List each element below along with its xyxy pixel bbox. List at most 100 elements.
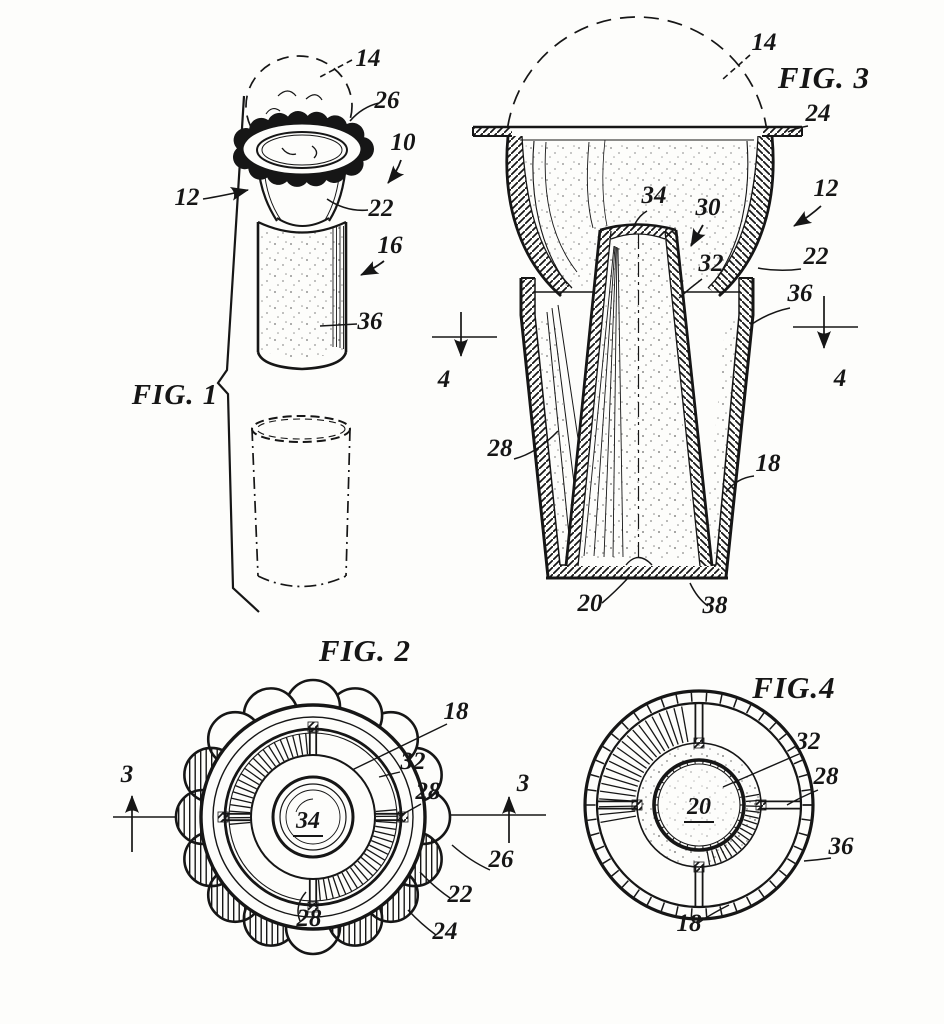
fig3-label-30: 30	[695, 194, 722, 221]
fig1-label-14: 14	[356, 45, 381, 72]
fig2-leader-28-bottom	[297, 891, 307, 922]
fig3-label-24: 24	[805, 100, 831, 127]
fig3-label-18: 18	[756, 450, 782, 477]
fig3-label-36: 36	[787, 280, 814, 307]
fig3-section-mark-left: 4	[437, 366, 451, 393]
fig4-title: FIG.4	[751, 670, 835, 705]
fig1-leader-16	[360, 260, 385, 276]
fig2-label-24: 24	[432, 918, 458, 945]
fig2-label-28-bottom: 28	[296, 905, 323, 932]
fig2-ribs	[217, 721, 409, 913]
fig3-leader-32	[678, 278, 703, 299]
fig1-cup-phantom	[251, 415, 351, 588]
fig3-section-view: 4 4 FIG. 3 14 24 12 34 30 32 22 36 28 18…	[432, 16, 870, 619]
fig3-leader-28	[513, 430, 559, 460]
fig1-scallop-ring	[230, 111, 374, 187]
fig4-label-28: 28	[813, 763, 840, 790]
fig1-title: FIG. 1	[131, 379, 219, 411]
fig3-label-12: 12	[814, 175, 839, 202]
fig4-label-18: 18	[677, 910, 703, 937]
fig2-label-32: 32	[400, 748, 426, 775]
fig4-leader-18	[696, 904, 730, 925]
fig1-scoop-texture	[265, 90, 323, 115]
fig2-label-18: 18	[444, 698, 470, 725]
fig3-bowl-interior	[525, 139, 756, 288]
fig3-title: FIG. 3	[777, 60, 870, 95]
fig2-plan-view: 3 3 FIG. 2 18 32 28 34 26 22 24 28	[113, 633, 546, 956]
fig1-label-36: 36	[357, 308, 384, 335]
fig2-leader-18	[351, 723, 448, 771]
fig2-section-marker-right: 3	[451, 770, 546, 843]
fig1-sleeve	[256, 221, 348, 371]
fig2-label-26: 26	[488, 846, 515, 873]
fig3-label-22: 22	[803, 243, 829, 270]
fig3-cone	[564, 223, 714, 567]
fig4-ring-hatch	[586, 692, 812, 918]
fig1-leader-26	[349, 102, 380, 122]
fig4-label-32: 32	[795, 728, 821, 755]
fig3-label-20: 20	[577, 590, 604, 617]
fig1-leader-12	[202, 187, 249, 201]
fig4-leader-36	[803, 857, 832, 862]
fig3-cup-walls	[519, 277, 755, 580]
fig4-label-36: 36	[828, 833, 855, 860]
fig4-radial-hatch-lower-right	[706, 793, 760, 866]
fig3-leader-22	[757, 267, 802, 272]
fig3-leader-18	[725, 475, 755, 493]
fig2-leader-26	[451, 844, 491, 871]
fig4-leader-32	[722, 753, 800, 788]
fig4-center-ring-hatch	[654, 760, 744, 850]
fig4-label-20: 20	[686, 794, 711, 820]
fig2-leader-24	[407, 909, 437, 936]
fig1-label-12: 12	[175, 184, 200, 211]
fig3-section-mark-right: 4	[833, 365, 847, 392]
fig3-label-14: 14	[752, 29, 777, 56]
fig1-bracket	[216, 95, 260, 613]
fig1-exploded-view: FIG. 1 14 26 10 12 22 16 36	[131, 45, 417, 613]
fig2-hub	[271, 775, 355, 859]
fig3-bowl-walls	[505, 135, 775, 298]
fig2-label-28-right: 28	[415, 778, 442, 805]
fig4-center-stipple	[661, 767, 737, 843]
fig1-leader-14	[319, 59, 353, 78]
fig4-leader-28	[786, 789, 819, 806]
fig3-leader-34	[632, 210, 648, 229]
fig1-scoop-outline	[245, 55, 353, 136]
fig3-leader-24	[787, 125, 809, 133]
fig2-title: FIG. 2	[318, 633, 411, 668]
fig3-leader-12	[793, 205, 822, 227]
fig2-leader-28-right	[398, 803, 422, 817]
fig1-label-26: 26	[374, 87, 401, 114]
fig3-label-34: 34	[641, 182, 667, 209]
fig4-bottom-section-view: FIG.4 32 28 20 36 18	[583, 670, 855, 937]
fig2-section-mark-left: 3	[120, 761, 134, 788]
fig2-radial-hatch-lower-right	[317, 809, 398, 901]
fig2-section-mark-right: 3	[516, 770, 530, 797]
fig2-section-marker-left: 3	[113, 761, 176, 852]
fig2-label-34: 34	[295, 808, 320, 834]
fig3-flange	[472, 125, 803, 141]
fig3-leader-20	[601, 576, 630, 604]
fig2-label-22: 22	[447, 881, 473, 908]
fig1-leader-22	[326, 198, 369, 212]
fig1-label-10: 10	[391, 129, 417, 156]
fig4-radial-hatch-upper-left	[599, 706, 689, 824]
fig2-leader-22	[419, 871, 451, 899]
fig3-section-marker-right: 4	[793, 296, 858, 392]
fig1-leader-10	[387, 159, 405, 184]
fig3-leader-36	[751, 307, 791, 325]
fig3-label-32: 32	[698, 250, 724, 277]
fig1-label-16: 16	[378, 232, 404, 259]
fig3-label-28: 28	[487, 435, 514, 462]
fig3-floor-bump	[625, 556, 653, 566]
fig1-leader-36	[319, 323, 358, 327]
fig3-cup-interior	[537, 304, 739, 560]
fig3-leader-14	[722, 54, 751, 80]
fig1-label-22: 22	[368, 195, 394, 222]
fig2-radial-hatch-upper-left	[228, 733, 309, 825]
fig2-leader-32	[378, 771, 401, 778]
fig3-label-38: 38	[702, 592, 729, 619]
fig3-section-marker-left: 4	[432, 312, 497, 393]
